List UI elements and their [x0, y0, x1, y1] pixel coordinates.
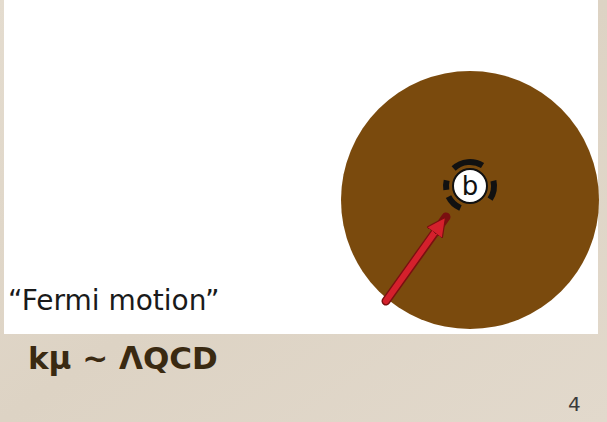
white-panel [4, 0, 598, 334]
scale-formula: kμ ~ ΛQCD [28, 340, 218, 376]
quark-circle: b [452, 168, 488, 204]
gluon-arc [443, 180, 450, 191]
hadron-disc [341, 71, 599, 329]
fermi-arrow [386, 225, 440, 301]
node-text: b [462, 173, 479, 199]
arrow-outline [386, 217, 446, 301]
annotation-text: “Fermi motion” [8, 284, 219, 317]
page-number: 4 [568, 392, 581, 416]
gluon-cloud [443, 159, 497, 211]
gluon-arc [488, 180, 497, 201]
